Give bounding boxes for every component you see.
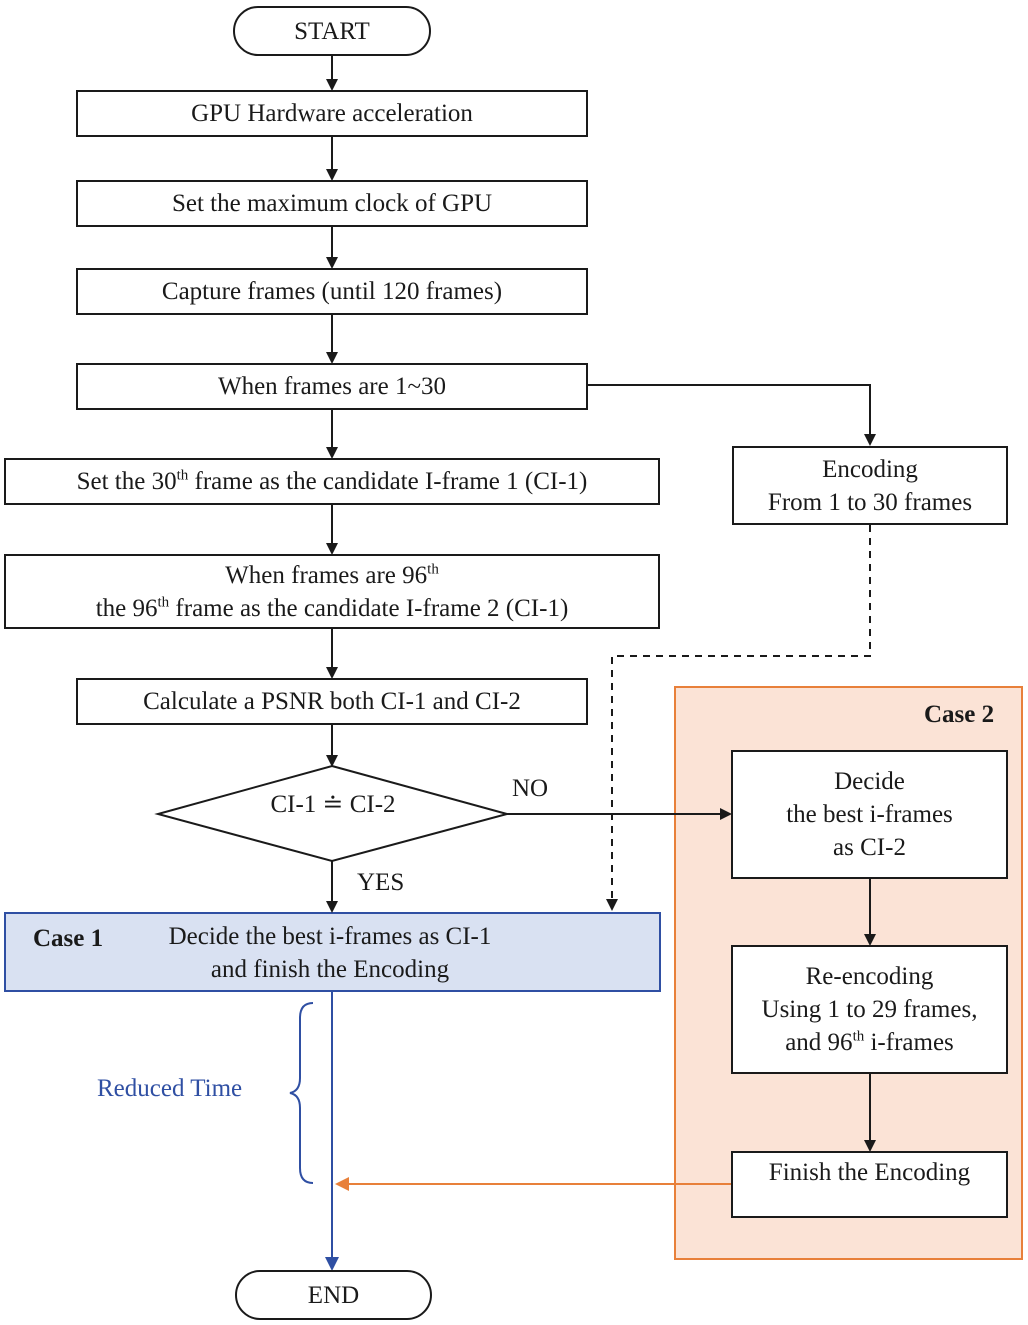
step-calc-psnr-text: Calculate a PSNR both CI-1 and CI-2 [143,688,521,715]
decision-text: CI-1 ≐ CI-2 [270,791,396,818]
case2-finish-text: Finish the Encoding [768,1159,971,1186]
when-96th-line2-prefix: the 96 [95,594,158,622]
case2-label: Case 2 [924,701,995,728]
when-96th-line2-sup: th [157,594,170,611]
dashed-encoding-to-case1 [606,525,871,911]
set-30th-prefix: Set the 30 [76,468,177,495]
case2-reencoding: Re-encoding Using 1 to 29 frames, and 96… [731,945,1008,1074]
case1-line2: and finish the Encoding [210,956,450,983]
when-96th-line1-sup: th [427,561,439,578]
case2-reencoding-text: Re-encoding Using 1 to 29 frames, and 96… [733,960,1006,1059]
decision-yes-label: YES [357,869,405,896]
case1-box [4,912,661,992]
encoding-line1: Encoding [822,455,918,483]
step-max-clock: Set the maximum clock of GPU [76,180,588,227]
case1-line1: Decide the best i-frames as CI-1 [168,923,492,950]
step-when-1-30-text: When frames are 1~30 [217,373,446,400]
case1-text: Decide the best i-frames as CI-1 and fin… [110,920,550,986]
encoding-line2: From 1 to 30 frames [767,488,973,516]
step-max-clock-text: Set the maximum clock of GPU [171,190,493,217]
case2-decide-line2: the best i-frames [786,801,953,828]
decision-diamond [154,764,511,863]
step-capture-frames: Capture frames (until 120 frames) [76,268,588,315]
case2-reencoding-line3-prefix: and 96 [785,1029,853,1056]
step-set-30th: Set the 30th frame as the candidate I-fr… [4,458,660,505]
step-when-96th-text: When frames are 96th the 96th frame as t… [6,559,658,625]
step-gpu-acceleration-text: GPU Hardware acceleration [191,100,473,127]
step-encoding: Encoding From 1 to 30 frames [732,446,1008,525]
start-label: START [294,17,370,45]
set-30th-sup: th [176,467,189,484]
start-terminal: START [233,6,431,56]
step-calc-psnr: Calculate a PSNR both CI-1 and CI-2 [76,678,588,725]
step-encoding-text: Encoding From 1 to 30 frames [734,453,1006,519]
case2-reencoding-line3-sup: th [852,1028,865,1045]
when-96th-line1: When frames are 96 [225,561,428,589]
case2-reencoding-line2: Using 1 to 29 frames, [761,996,978,1023]
case2-finish: Finish the Encoding [731,1151,1008,1218]
case1-label: Case 1 [33,925,104,952]
case2-reencoding-line3-suffix: i-frames [864,1029,954,1056]
decision-no-label: NO [512,775,549,802]
case2-decide-line1: Decide [834,768,905,795]
step-set-30th-text: Set the 30th frame as the candidate I-fr… [6,465,658,498]
step-when-1-30: When frames are 1~30 [76,363,588,410]
step-capture-frames-text: Capture frames (until 120 frames) [161,278,503,305]
case2-decide-line3: as CI-2 [833,834,906,861]
set-30th-suffix: frame as the candidate I-frame 1 (CI-1) [188,468,588,495]
case2-decide: Decide the best i-frames as CI-2 [731,750,1008,879]
end-terminal: END [235,1270,432,1320]
end-label: END [307,1281,360,1309]
step-when-96th: When frames are 96th the 96th frame as t… [4,554,660,629]
case2-reencoding-line1: Re-encoding [805,963,934,990]
when-96th-line2-suffix: frame as the candidate I-frame 2 (CI-1) [169,594,569,622]
arrow-when-to-encoding [588,384,876,446]
step-gpu-acceleration: GPU Hardware acceleration [76,90,588,137]
reduced-time-label: Reduced Time [97,1075,243,1102]
case2-decide-text: Decide the best i-frames as CI-2 [733,765,1006,864]
reduced-time-brace [289,1002,314,1184]
